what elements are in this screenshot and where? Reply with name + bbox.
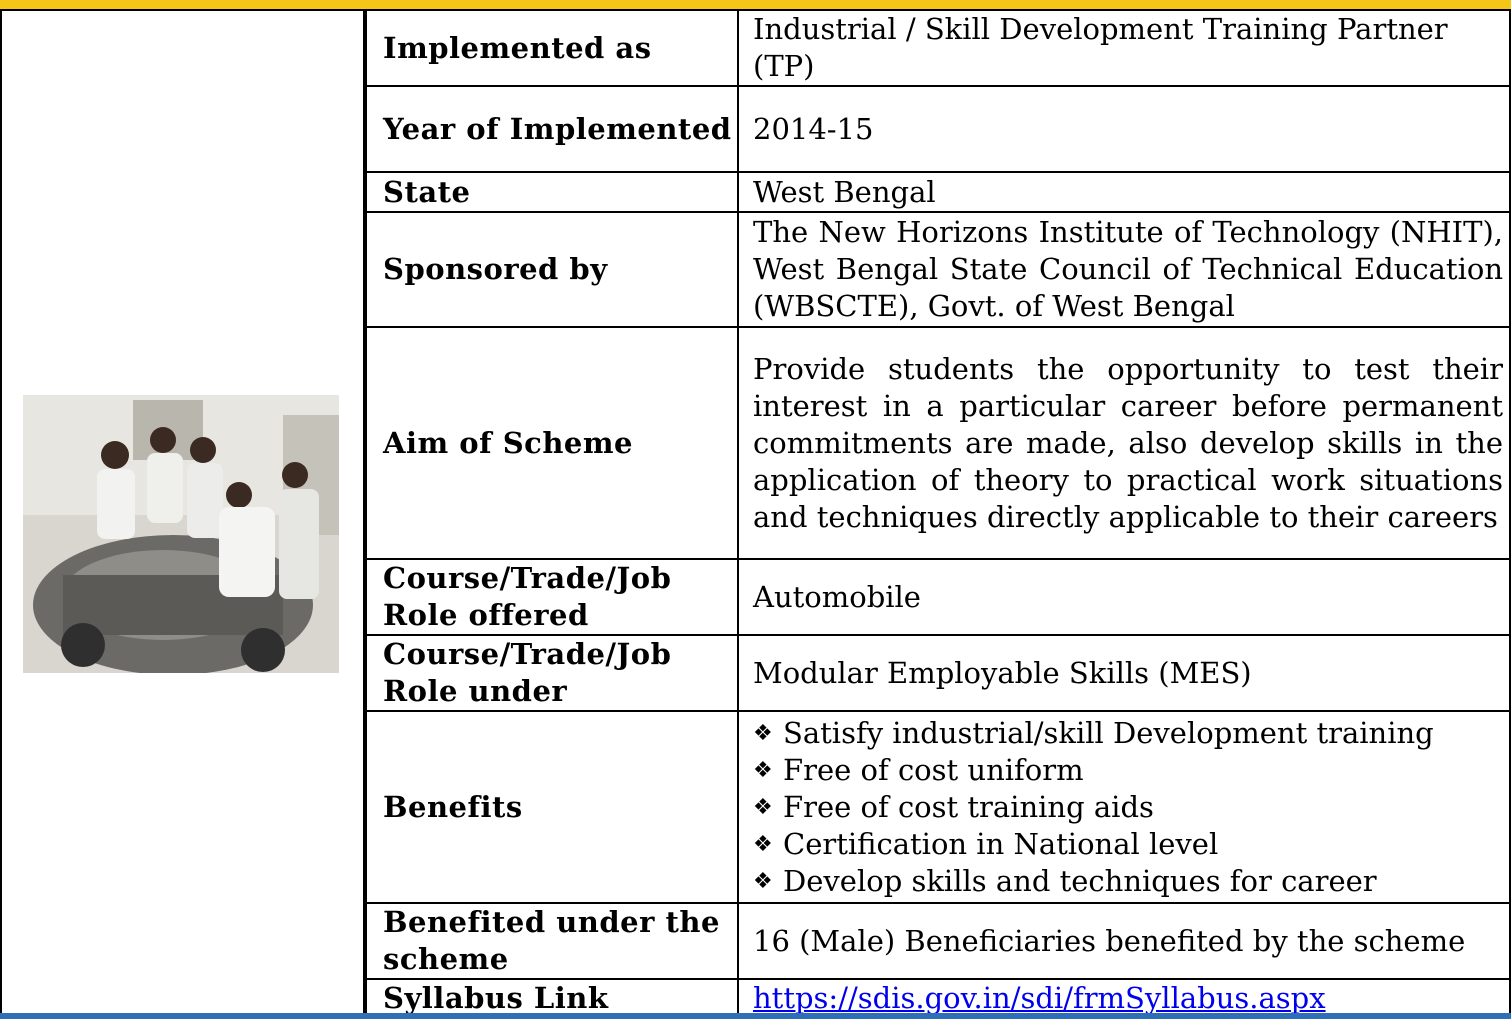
scheme-info-table: Implemented as Industrial / Skill Develo… [365,9,1511,1019]
list-item: ❖ Certification in National level [753,826,1503,863]
row-value: West Bengal [737,171,1511,213]
row-label: Benefits [365,710,739,904]
four-diamond-bullet-icon: ❖ [753,868,773,894]
benefit-text: Satisfy industrial/skill Development tra… [783,715,1434,750]
row-label: Syllabus Link [365,978,739,1019]
table-row: Benefits ❖ Satisfy industrial/skill Devel… [365,710,1511,904]
row-value: The New Horizons Institute of Technology… [737,211,1511,328]
row-label: Course/Trade/Job Role offered [365,558,739,636]
photo-cell [0,9,365,1013]
row-label: Benefited under the scheme [365,902,739,980]
row-value: https://sdis.gov.in/sdi/frmSyllabus.aspx [737,978,1511,1019]
footer-band [0,1013,1511,1019]
four-diamond-bullet-icon: ❖ [753,757,773,783]
table-row: Syllabus Link https://sdis.gov.in/sdi/fr… [365,978,1511,1019]
row-label: Year of Implemented [365,85,739,173]
row-value: Provide students the opportunity to test… [737,326,1511,560]
list-item: ❖ Develop skills and techniques for caree… [753,863,1503,900]
row-label: Aim of Scheme [365,326,739,560]
list-item: ❖ Free of cost training aids [753,789,1503,826]
table-row: Benefited under the scheme 16 (Male) Ben… [365,902,1511,980]
table-row: Course/Trade/Job Role offered Automobile [365,558,1511,636]
row-value: Industrial / Skill Development Training … [737,9,1511,87]
row-value: Automobile [737,558,1511,636]
table-row: Aim of Scheme Provide students the oppor… [365,326,1511,560]
row-label: Course/Trade/Job Role under [365,634,739,712]
table-row: Implemented as Industrial / Skill Develo… [365,9,1511,87]
row-value: 16 (Male) Beneficiaries benefited by the… [737,902,1511,980]
four-diamond-bullet-icon: ❖ [753,720,773,746]
row-label: State [365,171,739,213]
benefits-list: ❖ Satisfy industrial/skill Development tr… [753,715,1503,900]
row-label: Implemented as [365,9,739,87]
list-item: ❖ Satisfy industrial/skill Development tr… [753,715,1503,752]
row-value: 2014-15 [737,85,1511,173]
table-row: Year of Implemented 2014-15 [365,85,1511,173]
table-row: State West Bengal [365,171,1511,213]
table-row: Sponsored by The New Horizons Institute … [365,211,1511,328]
four-diamond-bullet-icon: ❖ [753,794,773,820]
benefit-text: Develop skills and techniques for career [783,863,1377,898]
four-diamond-bullet-icon: ❖ [753,831,773,857]
syllabus-link[interactable]: https://sdis.gov.in/sdi/frmSyllabus.aspx [753,981,1326,1015]
row-value: ❖ Satisfy industrial/skill Development tr… [737,710,1511,904]
row-label: Sponsored by [365,211,739,328]
students-workshop-photo [23,395,339,673]
list-item: ❖ Free of cost uniform [753,752,1503,789]
benefit-text: Free of cost uniform [783,752,1084,787]
benefit-text: Certification in National level [783,826,1219,861]
row-value: Modular Employable Skills (MES) [737,634,1511,712]
table-row: Course/Trade/Job Role under Modular Empl… [365,634,1511,712]
benefit-text: Free of cost training aids [783,789,1154,824]
